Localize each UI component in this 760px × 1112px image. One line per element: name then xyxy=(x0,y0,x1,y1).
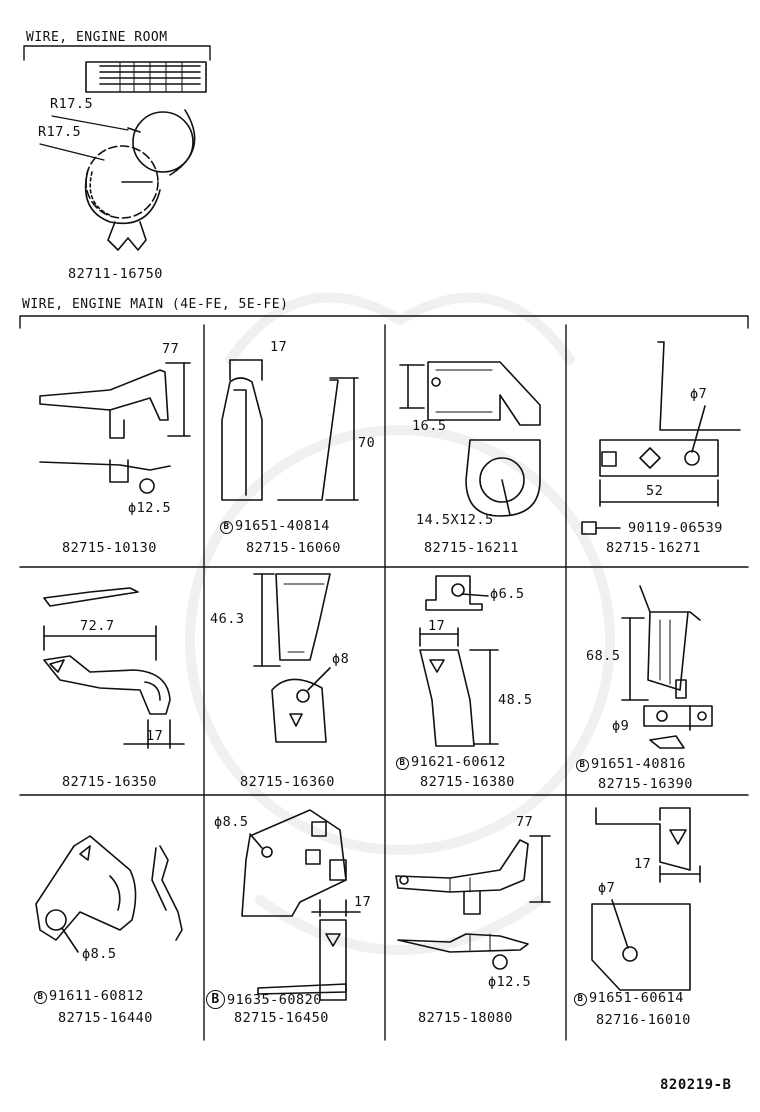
dim-48-5: 48.5 xyxy=(498,692,533,708)
section-title-engine-room: WIRE, ENGINE ROOM xyxy=(26,30,168,45)
dim-68-5: 68.5 xyxy=(586,648,621,664)
bolt-marker-b: B xyxy=(220,521,233,534)
part-number-82715-16380: 82715-16380 xyxy=(420,774,515,790)
dim-46-3: 46.3 xyxy=(210,611,245,627)
bolt-marker-b-large: B xyxy=(206,990,225,1009)
bolt-marker-b: B xyxy=(576,759,589,772)
bracket-82715-16450 xyxy=(241,809,361,1001)
part-number-82715-10130: 82715-10130 xyxy=(62,540,157,556)
dim-77: 77 xyxy=(516,814,534,830)
dim-phi-8-5: ϕ8.5 xyxy=(82,946,117,962)
dim-17: 17 xyxy=(354,894,372,910)
dim-16-5: 16.5 xyxy=(412,418,447,434)
part-number-82715-16060: 82715-16060 xyxy=(246,540,341,556)
dim-77: 77 xyxy=(162,341,180,357)
part-number-82715-16271: 82715-16271 xyxy=(606,540,701,556)
bracket-82715-16390 xyxy=(621,585,713,749)
clamp-82711-16750 xyxy=(39,61,207,251)
bracket-82715-18080 xyxy=(395,835,551,970)
dim-72-7: 72.7 xyxy=(80,618,115,634)
part-number-82715-16350: 82715-16350 xyxy=(62,774,157,790)
part-number-82715-16450: 82715-16450 xyxy=(234,1010,329,1026)
section-brackets xyxy=(19,45,749,329)
dim-17: 17 xyxy=(634,856,652,872)
part-number-82716-16010: 82716-16010 xyxy=(596,1012,691,1028)
dim-70: 70 xyxy=(358,435,376,451)
dim-14-5x12-5: 14.5X12.5 xyxy=(416,512,494,528)
section-title-engine-main: WIRE, ENGINE MAIN (4E-FE, 5E-FE) xyxy=(22,297,289,312)
bolt-marker-b: B xyxy=(396,757,409,770)
bracket-82715-16060 xyxy=(221,359,359,501)
dim-17: 17 xyxy=(270,339,288,355)
dim-phi-7: ϕ7 xyxy=(598,880,616,896)
bracket-82715-10130 xyxy=(39,362,191,494)
bracket-82716-16010 xyxy=(591,807,701,991)
part-number-82715-16390: 82715-16390 xyxy=(598,776,693,792)
dim-phi-6-5: ϕ6.5 xyxy=(490,586,525,602)
dim-52: 52 xyxy=(646,483,664,499)
dim-radius-1: R17.5 xyxy=(50,96,94,112)
part-number-82715-16211: 82715-16211 xyxy=(424,540,519,556)
bolt-marker-b: B xyxy=(574,993,587,1006)
dim-17: 17 xyxy=(146,728,164,744)
dim-phi-9: ϕ9 xyxy=(612,718,630,734)
dim-phi-12-5: ϕ12.5 xyxy=(128,500,172,516)
diagram-reference-code: 820219-B xyxy=(660,1077,732,1093)
part-number-82715-18080: 82715-18080 xyxy=(418,1010,513,1026)
part-number-82711-16750: 82711-16750 xyxy=(68,266,163,282)
grid-lines xyxy=(19,324,749,1041)
bracket-82715-16360 xyxy=(253,573,331,743)
dim-phi-12-5: ϕ12.5 xyxy=(488,974,532,990)
bracket-82715-16211 xyxy=(399,361,541,517)
bracket-82715-16271 xyxy=(581,341,741,535)
dim-phi-8: ϕ8 xyxy=(332,651,350,667)
bracket-82715-16380 xyxy=(419,575,499,747)
dim-phi-7: ϕ7 xyxy=(690,386,708,402)
part-number-82715-16440: 82715-16440 xyxy=(58,1010,153,1026)
bolt-marker-b: B xyxy=(34,991,47,1004)
dim-radius-2: R17.5 xyxy=(38,124,82,140)
dim-phi-8-5: ϕ8.5 xyxy=(214,814,249,830)
bracket-82715-16350 xyxy=(43,587,185,749)
watermark-emblem xyxy=(185,292,615,955)
dim-17: 17 xyxy=(428,618,446,634)
part-number-82715-16360: 82715-16360 xyxy=(240,774,335,790)
screw-90119-06539: 90119-06539 xyxy=(628,520,723,536)
bracket-82715-16440 xyxy=(35,835,183,953)
